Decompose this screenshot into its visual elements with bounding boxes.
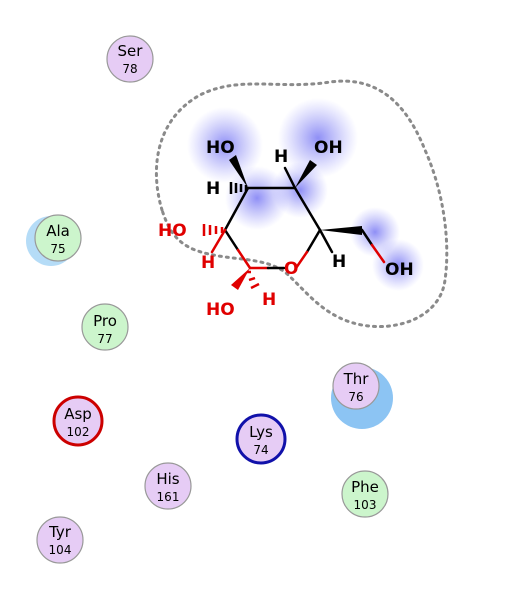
- residue-name: Tyr: [48, 523, 72, 541]
- bond: [293, 186, 322, 232]
- residue-phe103[interactable]: Phe 103: [341, 470, 389, 518]
- solvent-exposure-glows: [187, 98, 424, 291]
- bond: [283, 166, 297, 190]
- atom-label-oh-bottom: HO: [206, 300, 235, 320]
- exposure-glow: [187, 107, 263, 183]
- bond: [318, 228, 334, 254]
- residue-name: Phe: [351, 478, 379, 496]
- atom-label-oh-top-right: OH: [314, 138, 343, 158]
- residue-number: 76: [348, 390, 363, 404]
- residue-name: Thr: [343, 370, 370, 388]
- residue-number: 75: [50, 242, 65, 256]
- wedge-bond: [229, 155, 248, 188]
- residue-circle: [34, 214, 82, 262]
- exposure-glow: [372, 239, 424, 291]
- exposure-glow: [272, 162, 328, 218]
- residue-circle: [106, 35, 154, 83]
- bond: [360, 228, 374, 247]
- exposure-glow: [278, 98, 358, 178]
- bond: [223, 186, 250, 232]
- residue-name: Pro: [93, 312, 117, 330]
- bond: [294, 250, 309, 270]
- residue-circle: [235, 413, 287, 465]
- residue-pro77[interactable]: Pro 77: [81, 303, 129, 351]
- residue-his161[interactable]: His 161: [144, 462, 192, 510]
- residue-asp102[interactable]: Asp 102: [52, 395, 104, 447]
- atom-label-h-ring-left: H: [201, 253, 215, 273]
- residue-number: 103: [354, 498, 377, 512]
- residue-name: Asp: [64, 405, 92, 423]
- residue-circle: [144, 462, 192, 510]
- residue-circle: [36, 516, 84, 564]
- residue-circle: [52, 395, 104, 447]
- residue-number: 77: [97, 332, 112, 346]
- atom-label-ho-ring: HO: [158, 221, 187, 241]
- residue-circle: [81, 303, 129, 351]
- residue-name: Lys: [249, 423, 273, 441]
- exposure-glow: [225, 166, 289, 230]
- wedge-bond: [295, 160, 317, 188]
- ligand-atom-labels: HO OH H H HO H O H OH HO H: [158, 138, 414, 320]
- atom-label-oh-top-left: HO: [206, 138, 235, 158]
- residue-number: 161: [157, 490, 180, 504]
- hash: [250, 282, 260, 290]
- atom-label-h-left: H: [206, 179, 220, 199]
- hash: [248, 276, 256, 282]
- residue-lys74[interactable]: Lys 74: [235, 413, 287, 465]
- residue-number: 74: [253, 443, 268, 457]
- residue-number: 78: [122, 62, 137, 76]
- residue-tyr104[interactable]: Tyr 104: [36, 516, 84, 564]
- residue-number: 104: [49, 543, 72, 557]
- residue-name: Ala: [46, 222, 70, 240]
- bond: [305, 228, 322, 254]
- residue-name: Ser: [118, 42, 144, 60]
- wedge-bonds: [229, 155, 362, 290]
- atom-label-oh-ch2: OH: [385, 260, 414, 280]
- ligand-bonds: [210, 166, 386, 270]
- hashed-bonds: [202, 182, 260, 290]
- bond: [210, 228, 227, 254]
- bond: [236, 248, 252, 270]
- residue-circle: [341, 470, 389, 518]
- residue-number: 102: [67, 425, 90, 439]
- bond: [223, 228, 240, 252]
- residue-ala75[interactable]: Ala 75: [34, 214, 82, 262]
- wedge-bond: [231, 268, 250, 290]
- atom-label-h-ring-right: H: [332, 252, 346, 272]
- residue-name: His: [156, 470, 179, 488]
- binding-pocket-outline: [155, 79, 449, 329]
- residue-ser78[interactable]: Ser 78: [106, 35, 154, 83]
- atom-label-h-top: H: [274, 147, 288, 167]
- atom-label-h-bottom: H: [262, 290, 276, 310]
- atom-label-ring-o: O: [284, 259, 298, 279]
- bond: [370, 243, 386, 264]
- residue-thr76[interactable]: Thr 76: [332, 362, 380, 410]
- residue-circle: [332, 362, 380, 410]
- wedge-bond: [320, 226, 362, 235]
